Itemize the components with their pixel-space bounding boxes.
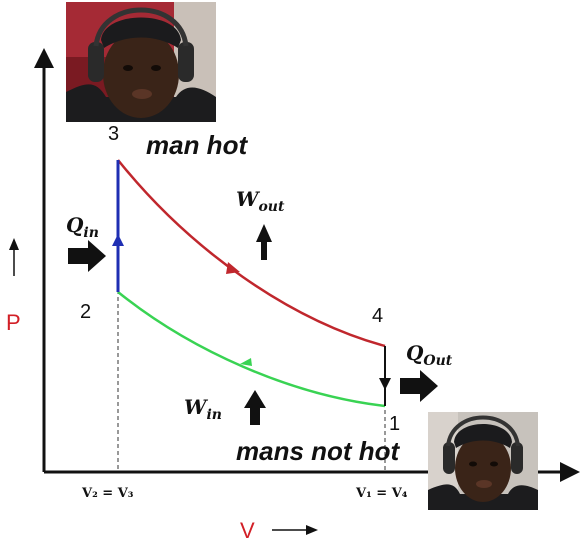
axis-label-p: P bbox=[6, 310, 21, 335]
caption-mans-not-hot: mans not hot bbox=[236, 436, 401, 466]
q-out-label: QOut bbox=[406, 341, 453, 369]
compression-direction-arrow bbox=[240, 358, 252, 366]
expansion-curve bbox=[117, 159, 386, 348]
w-in-label: Win bbox=[184, 395, 222, 423]
w-out-label: Wout bbox=[236, 187, 285, 215]
q-in-block-arrow bbox=[68, 240, 106, 272]
heat-add-direction-arrow bbox=[112, 234, 124, 246]
tick-label-v2-v3: V₂ = V₃ bbox=[81, 486, 134, 501]
state-label-4: 4 bbox=[372, 305, 383, 327]
caption-man-hot: man hot bbox=[146, 130, 248, 160]
heat-reject-direction-arrow bbox=[379, 378, 391, 390]
w-in-block-arrow bbox=[244, 390, 266, 425]
state-label-1: 1 bbox=[389, 413, 400, 435]
state-label-3: 3 bbox=[108, 123, 119, 145]
y-axis-arrowhead bbox=[34, 48, 54, 68]
man-portrait-bottom bbox=[428, 412, 538, 510]
man-portrait-top bbox=[66, 2, 216, 122]
x-axis-arrowhead bbox=[560, 462, 580, 482]
y-label-arrow-head bbox=[9, 238, 19, 250]
q-in-label: Qin bbox=[66, 213, 99, 241]
tick-label-v1-v4: V₁ = V₄ bbox=[355, 486, 408, 501]
w-out-block-arrow bbox=[256, 224, 272, 260]
expansion-direction-arrow bbox=[226, 262, 240, 274]
q-out-block-arrow bbox=[400, 370, 438, 402]
state-label-2: 2 bbox=[80, 301, 91, 323]
x-label-arrow-head bbox=[306, 525, 318, 535]
compression-curve bbox=[117, 291, 386, 408]
axis-label-v: V bbox=[240, 518, 255, 543]
